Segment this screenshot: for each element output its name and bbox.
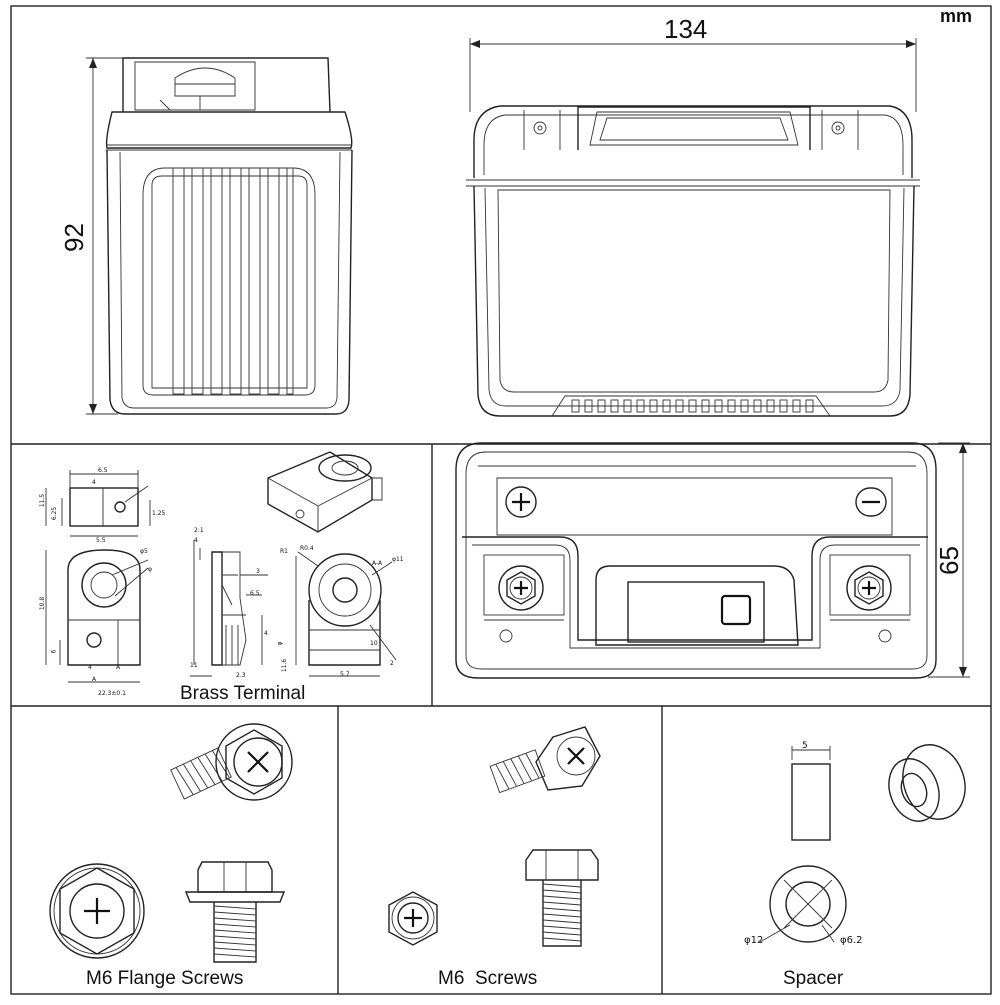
sheet-border	[10, 5, 992, 995]
terminal-dimension-value: A-A	[372, 560, 383, 567]
battery-side-view	[86, 57, 353, 415]
m6-screws-caption: M6 Screws	[438, 968, 538, 989]
battery-front-view	[466, 38, 920, 417]
terminal-dimension-value: φ11	[392, 556, 404, 563]
unit-label: mm	[940, 6, 973, 26]
spacer-inner-diameter-label: φ6.2	[840, 935, 863, 946]
terminal-dimension-value: 22.3±0.1	[98, 690, 126, 697]
terminal-dimension-value: R0.4	[300, 545, 314, 552]
terminal-dimension-value: 10	[370, 640, 378, 647]
front-vent-slots	[571, 399, 814, 413]
terminal-dimension-value: 2	[390, 660, 394, 667]
brass-terminal-drawings	[45, 451, 397, 683]
terminal-dimension-value: R1	[280, 548, 288, 555]
terminal-dimension-value: 11.6	[281, 658, 289, 673]
terminal-dimension-value: 4	[194, 537, 198, 544]
battery-top-view	[455, 442, 970, 679]
length-dimension-label: 134	[664, 14, 708, 44]
spacer-drawings	[759, 744, 966, 943]
m6-flange-screw-drawings	[49, 723, 293, 963]
width-dimension-label: 65	[933, 546, 964, 575]
terminal-dimension-value: 1.25	[152, 510, 166, 517]
terminal-dimension-value: 6.5	[98, 467, 108, 474]
terminal-dimension-value: 6	[50, 649, 58, 654]
m6-flange-screws-caption: M6 Flange Screws	[86, 968, 244, 989]
terminal-dimension-value: 4	[264, 630, 268, 637]
terminal-dimension-value: 2:1	[194, 527, 204, 534]
terminal-dimension-value: 5.7	[340, 671, 350, 678]
terminal-dimension-value: φ	[148, 566, 152, 573]
terminal-dimension-value: 5.5	[96, 537, 106, 544]
brass-terminal-caption: Brass Terminal	[180, 683, 306, 704]
terminal-dimension-value: 10.8	[39, 596, 47, 611]
terminal-dimension-value: φ5	[140, 548, 148, 555]
terminal-dimension-value: 11	[190, 662, 198, 669]
terminal-dimension-value: φ	[276, 641, 284, 646]
terminal-dimension-value: 3	[256, 568, 260, 575]
terminal-dimension-value: 11.5	[39, 493, 47, 508]
height-dimension-label: 92	[58, 223, 89, 252]
terminal-dimension-value: 2.3	[236, 672, 246, 679]
terminal-dimension-value: 4	[88, 664, 92, 671]
terminal-dimension-value: 6.5	[250, 590, 260, 597]
terminal-dimension-value: 6.25	[51, 506, 59, 521]
spacer-outer-diameter-label: φ12	[744, 935, 764, 946]
m6-screw-drawings	[388, 726, 601, 947]
terminal-dimension-value: A	[116, 664, 121, 671]
spacer-caption: Spacer	[783, 968, 844, 989]
terminal-dimension-value: A	[92, 676, 97, 683]
terminal-dimension-value: 4	[92, 479, 96, 486]
spacer-thickness-label: 5	[802, 741, 808, 751]
